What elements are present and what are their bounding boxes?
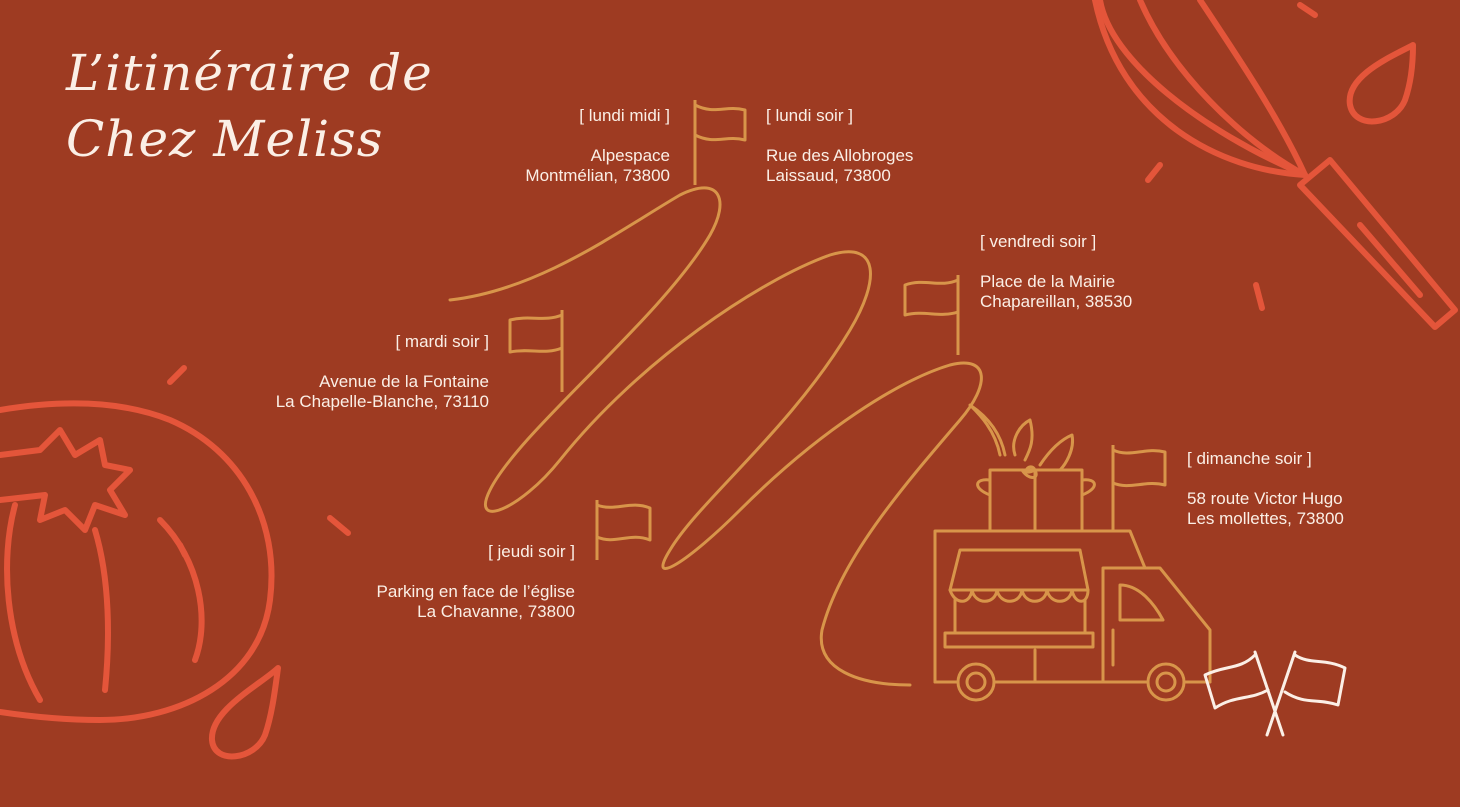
stop-time: [ jeudi soir ] bbox=[488, 542, 575, 561]
stop-place: 58 route Victor Hugo bbox=[1187, 489, 1343, 508]
stop-jeudi-soir: [ jeudi soir ] Parking en face de l’égli… bbox=[377, 542, 575, 622]
stop-city: La Chapelle-Blanche, 73110 bbox=[275, 392, 489, 411]
stop-vendredi-soir: [ vendredi soir ] Place de la Mairie Cha… bbox=[980, 232, 1132, 312]
stop-place: Place de la Mairie bbox=[980, 272, 1116, 291]
stop-dimanche-soir: [ dimanche soir ] 58 route Victor Hugo L… bbox=[1187, 449, 1344, 529]
flag-icon bbox=[508, 310, 564, 392]
page-title: L’itinéraire de Chez Meliss bbox=[66, 40, 433, 172]
stop-place: Avenue de la Fontaine bbox=[319, 372, 489, 391]
flag-icon bbox=[1111, 445, 1167, 530]
stop-place: Rue des Allobroges bbox=[766, 146, 914, 165]
finish-flags-icon bbox=[1203, 650, 1347, 737]
tomato-icon bbox=[0, 365, 351, 760]
flag-icon bbox=[693, 100, 747, 185]
stop-time: [ dimanche soir ] bbox=[1187, 449, 1312, 468]
stop-city: Laissaud, 73800 bbox=[766, 166, 891, 185]
whisk-icon bbox=[1092, 0, 1458, 330]
stop-lundi-midi: [ lundi midi ] Alpespace Montmélian, 738… bbox=[525, 106, 670, 186]
title-line-2: Chez Meliss bbox=[66, 110, 384, 168]
stop-time: [ mardi soir ] bbox=[395, 332, 489, 351]
stop-city: Chapareillan, 38530 bbox=[980, 292, 1133, 311]
stop-place: Alpespace bbox=[590, 146, 670, 165]
food-truck-icon bbox=[933, 403, 1212, 702]
title-line-1: L’itinéraire de bbox=[66, 44, 433, 102]
flag-markers bbox=[508, 100, 1167, 560]
stop-time: [ vendredi soir ] bbox=[980, 232, 1097, 251]
route-line bbox=[448, 186, 983, 687]
stop-city: La Chavanne, 73800 bbox=[417, 602, 575, 621]
stop-place: Parking en face de l’église bbox=[376, 582, 575, 601]
stop-city: Les mollettes, 73800 bbox=[1187, 509, 1344, 528]
stop-lundi-soir: [ lundi soir ] Rue des Allobroges Laissa… bbox=[766, 106, 913, 186]
stop-mardi-soir: [ mardi soir ] Avenue de la Fontaine La … bbox=[276, 332, 489, 412]
stop-time: [ lundi midi ] bbox=[579, 106, 670, 125]
stop-time: [ lundi soir ] bbox=[766, 106, 853, 125]
stop-city: Montmélian, 73800 bbox=[525, 166, 670, 185]
flag-icon bbox=[903, 275, 960, 355]
flag-icon bbox=[595, 500, 652, 560]
